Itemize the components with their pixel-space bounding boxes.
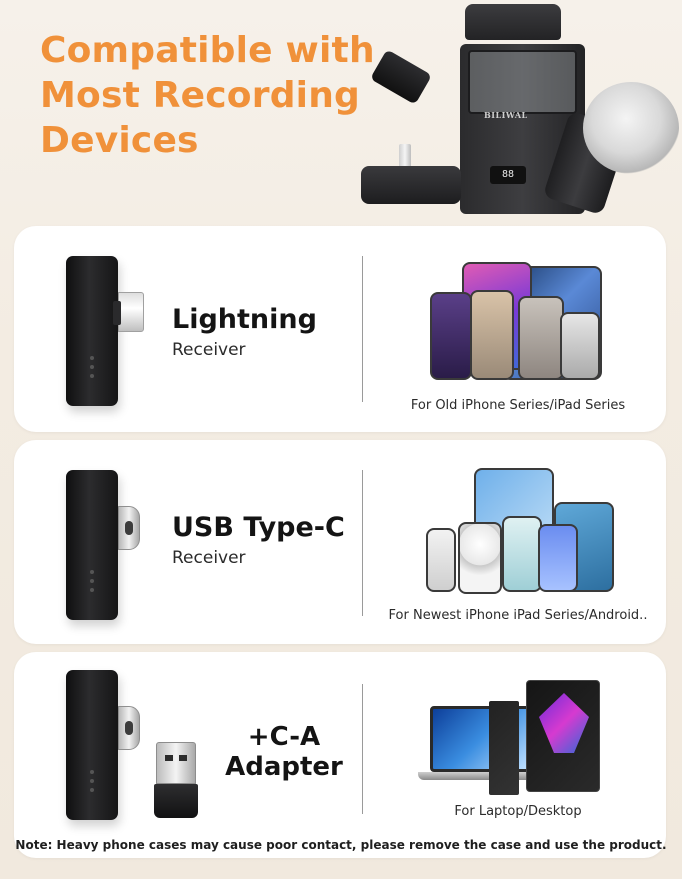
receiver-dots xyxy=(87,356,97,380)
android-devices-image xyxy=(414,462,624,596)
charging-case-lid-icon xyxy=(465,4,561,40)
card-adapter: +C-A Adapter For Laptop/Desktop xyxy=(14,652,666,858)
card-usb-c: USB Type-C Receiver For Newest iPhone iP… xyxy=(14,440,666,644)
hero-lightning-receiver-icon xyxy=(361,144,461,204)
iphone-gold-icon xyxy=(470,290,514,380)
phone-white-icon xyxy=(426,528,456,592)
card-subtitle: Receiver xyxy=(172,340,246,360)
headline-line-1: Compatible with xyxy=(40,30,375,71)
headline-line-2: Most Recording xyxy=(40,75,360,116)
phone-round-camera-icon xyxy=(458,522,502,594)
laptop-base xyxy=(418,772,542,780)
headline: Compatible with Most Recording Devices xyxy=(40,28,375,163)
card-lightning: Lightning Receiver For Old iPhone Series… xyxy=(14,226,666,432)
usb-c-plug-icon xyxy=(118,506,140,550)
phone-mint-icon xyxy=(502,516,542,592)
apple-devices-image xyxy=(410,252,620,388)
divider xyxy=(362,470,363,616)
card-caption: For Newest iPhone iPad Series/Android.. xyxy=(388,608,648,623)
footnote: Note: Heavy phone cases may cause poor c… xyxy=(15,838,667,852)
card-title: +C-A Adapter xyxy=(219,722,349,782)
card-title: USB Type-C xyxy=(172,512,345,543)
headline-line-3: Devices xyxy=(40,120,199,161)
iphone-white-icon xyxy=(560,312,600,380)
usb-a-adapter-icon xyxy=(154,742,198,818)
divider xyxy=(362,684,363,814)
usb-c-plug-icon xyxy=(118,706,140,750)
receiver-dots xyxy=(87,770,97,794)
battery-display: 88 xyxy=(490,166,526,184)
card-title-line-2: Adapter xyxy=(225,752,343,782)
windscreen-muff-icon xyxy=(583,82,679,174)
card-caption: For Old iPhone Series/iPad Series xyxy=(410,398,626,413)
card-title: Lightning xyxy=(172,304,317,335)
hero-receiver-small-icon xyxy=(369,49,433,105)
brand-logo: BILIWAL xyxy=(484,110,528,120)
hero-product-image: BILIWAL 88 xyxy=(355,0,682,222)
computer-devices-image xyxy=(414,676,634,802)
receiver-dots xyxy=(87,570,97,594)
phone-blue-icon xyxy=(538,524,578,592)
card-subtitle: Receiver xyxy=(172,548,246,568)
card-caption: For Laptop/Desktop xyxy=(454,804,582,819)
desktop-pc-icon xyxy=(489,680,600,795)
lightning-receiver-icon xyxy=(66,256,118,406)
usb-c-receiver-icon xyxy=(66,470,118,620)
lightning-plug-icon xyxy=(113,292,144,332)
usb-a-body xyxy=(154,784,198,818)
iphone-purple-icon xyxy=(430,292,472,380)
usb-c-receiver-icon xyxy=(66,670,118,820)
case-window xyxy=(468,50,577,114)
iphone-titanium-icon xyxy=(518,296,564,380)
usb-a-connector xyxy=(156,742,196,784)
divider xyxy=(362,256,363,402)
card-title-line-1: +C-A xyxy=(247,722,321,752)
